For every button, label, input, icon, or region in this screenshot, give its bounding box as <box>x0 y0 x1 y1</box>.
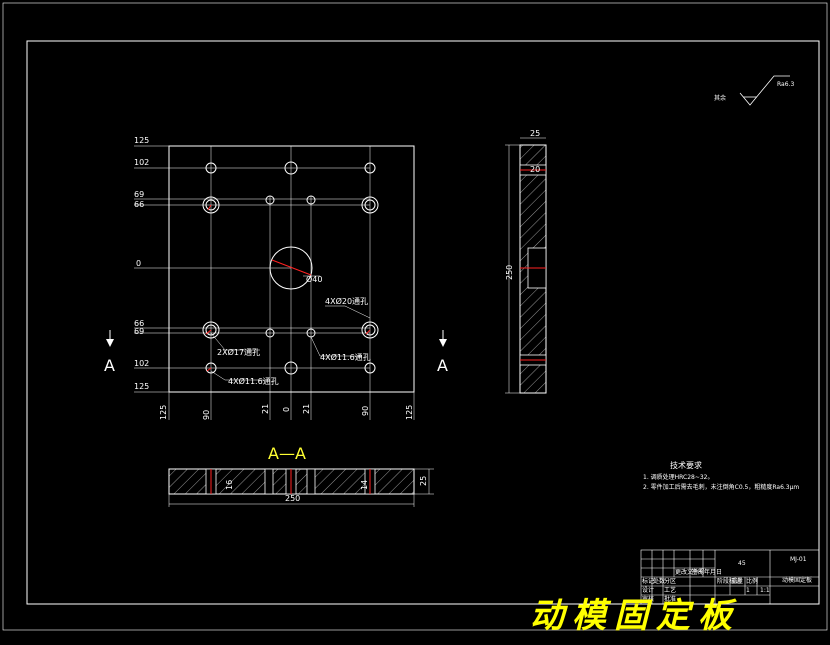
section-view: A—A 16 14 25 250 <box>168 444 434 507</box>
side-dim-thickness: 25 <box>530 129 540 138</box>
dim-left-8: 102 <box>134 359 149 368</box>
callout-4x11-right: 4XØ11.6通孔 <box>320 352 371 362</box>
side-dim-counterbore: 20 <box>530 165 540 174</box>
title-hdr-count: 处数 <box>653 577 665 585</box>
title-block <box>640 549 820 605</box>
dim-bottom-1: 125 <box>159 405 168 420</box>
title-hdr-change: 更改文件号 <box>675 568 705 576</box>
dim-bottom-3: 21 <box>261 404 270 414</box>
title-field-scale: 比例 <box>746 577 758 585</box>
dim-bottom-7: 125 <box>405 405 414 420</box>
section-dim-1: 16 <box>225 480 234 490</box>
title-hdr-sign: 签名 <box>691 568 703 576</box>
dim-left-2: 102 <box>134 158 149 167</box>
title-field-weight: 重量 <box>731 577 743 585</box>
drawing-caption: 动模固定板 <box>530 596 740 636</box>
section-dim-length: 250 <box>285 494 300 503</box>
section-title: A—A <box>268 444 306 463</box>
section-marker-left: A <box>104 356 115 375</box>
outer-border <box>2 2 828 631</box>
dim-bottom-5: 21 <box>302 404 311 414</box>
plan-view: 125 102 69 66 0 66 69 102 125 125 90 21 … <box>104 136 448 420</box>
title-row-design: 设计 <box>642 586 654 594</box>
title-hdr-zone: 分区 <box>664 577 676 585</box>
dim-left-3: 69 <box>134 190 144 199</box>
section-dim-2: 14 <box>360 480 369 490</box>
title-hdr-date: 年月日 <box>704 568 722 576</box>
dim-left-9: 125 <box>134 382 149 391</box>
dim-left-5: 0 <box>136 259 141 268</box>
title-count: 1 <box>746 587 750 594</box>
surface-finish-other: 其余 <box>714 94 726 102</box>
callout-4x20: 4XØ20通孔 <box>325 296 368 306</box>
dim-bottom-4: 0 <box>282 407 291 412</box>
title-row-process: 工艺 <box>664 586 676 594</box>
title-material: 45 <box>738 560 746 567</box>
dim-left-1: 125 <box>134 136 149 145</box>
tech-requirements: 技术要求 1. 调质处理HRC28~32。 2. 零件加工后需去毛刺，未注倒角C… <box>643 460 799 491</box>
side-view: 25 20 250 <box>505 129 547 394</box>
dim-bottom-2: 90 <box>202 410 211 420</box>
drawing-frame <box>26 40 820 605</box>
title-drawing-no: MJ-01 <box>790 556 807 563</box>
section-dim-thickness: 25 <box>419 476 428 486</box>
title-scale: 1:1 <box>760 587 770 594</box>
tech-req-item-2: 2. 零件加工后需去毛刺，未注倒角C0.5，粗糙度Ra6.3μm <box>643 483 799 491</box>
callout-2x17: 2XØ17通孔 <box>217 347 260 357</box>
title-row-review: 审核 <box>642 595 654 603</box>
plate-outline <box>168 145 415 393</box>
callout-4x11-left: 4XØ11.6通孔 <box>228 376 279 386</box>
tech-req-title: 技术要求 <box>670 460 702 470</box>
surface-finish-value: Ra6.3 <box>777 81 794 88</box>
dim-left-7: 69 <box>134 327 144 336</box>
dim-left-4: 66 <box>134 200 144 209</box>
callout-center-bore: Ø40 <box>306 274 322 284</box>
section-marker-right: A <box>437 356 448 375</box>
title-field-stage: 阶段标记 <box>717 577 741 585</box>
dim-left-6: 66 <box>134 319 144 328</box>
title-part-name: 动模固定板 <box>782 576 812 584</box>
title-hdr-mark: 标记 <box>642 577 654 585</box>
tech-req-item-1: 1. 调质处理HRC28~32。 <box>643 473 714 481</box>
title-row-approve: 批准 <box>664 595 676 603</box>
surface-finish-symbol: Ra6.3 其余 <box>714 75 794 106</box>
center-bore <box>269 246 313 290</box>
dim-bottom-6: 90 <box>361 406 370 416</box>
title-block-text: 45 MJ-01 动模固定板 1:1 1 阶段标记 重量 比例 标记 处数 分区… <box>642 556 812 603</box>
side-dim-length: 250 <box>505 265 514 280</box>
